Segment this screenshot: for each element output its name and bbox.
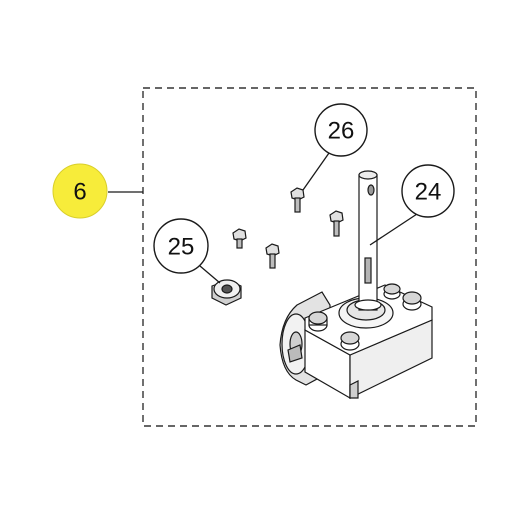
callout-screws[interactable]: 26 (302, 103, 368, 191)
callout-bushing[interactable]: 25 (153, 218, 221, 284)
callout-bushing-label: 25 (168, 234, 195, 261)
callout-bushing-circle (153, 218, 209, 274)
bushing (211, 279, 242, 306)
housing-bolt-boss (402, 291, 422, 311)
callout-assembly-label: 6 (73, 179, 86, 206)
callout-assembly-highlight (52, 163, 108, 219)
callout-screws-circle (314, 103, 368, 157)
screw (232, 228, 247, 249)
housing-bolt-boss (383, 283, 401, 300)
leader-line-screws (302, 152, 330, 191)
output-shaft (354, 170, 382, 311)
screw (265, 243, 280, 269)
screw (329, 210, 344, 237)
leader-line-bushing (199, 265, 221, 284)
callout-assembly[interactable]: 6 (52, 163, 143, 219)
housing-bolt-boss (340, 331, 360, 351)
callout-shaft-label: 24 (415, 179, 442, 206)
screw (290, 187, 305, 213)
callout-shaft[interactable]: 24 (369, 164, 455, 246)
callout-shaft-circle (401, 164, 455, 218)
gearbox-housing (279, 283, 433, 400)
leader-line-shaft (369, 213, 418, 246)
housing-bolt-boss (308, 311, 328, 332)
callout-screws-label: 26 (328, 118, 355, 145)
